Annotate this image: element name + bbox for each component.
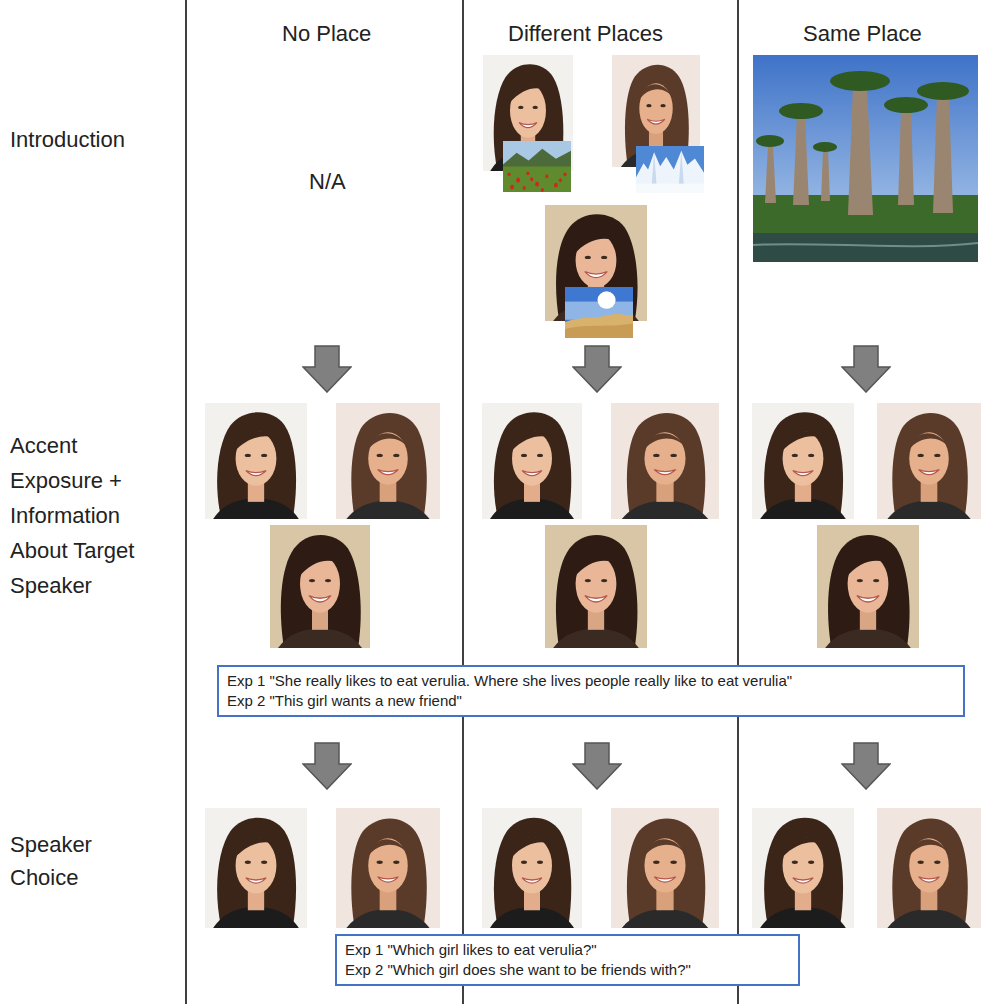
exposure-photos <box>205 403 981 648</box>
row-label: Speaker Choice <box>10 828 138 894</box>
not-applicable-label: N/A <box>309 168 346 197</box>
intro-photos <box>483 55 978 338</box>
choice-photos <box>205 808 981 928</box>
flow-arrow <box>303 346 890 789</box>
column-header: Different Places <box>508 20 663 49</box>
row-label: Introduction <box>10 126 170 155</box>
column-header: No Place <box>282 20 371 49</box>
box-text: Exp 1 "She really likes to eat verulia. … <box>227 671 955 691</box>
column-divider <box>186 0 738 1004</box>
row-label: Accent Exposure + Information About Targ… <box>10 428 148 603</box>
text-box: Exp 1 "Which girl likes to eat verulia?"… <box>335 934 800 986</box>
column-header: Same Place <box>803 20 922 49</box>
box-text: Exp 2 "Which girl does she want to be fr… <box>345 960 790 980</box>
box-text: Exp 2 "This girl wants a new friend" <box>227 691 955 711</box>
text-box: Exp 1 "She really likes to eat verulia. … <box>217 665 965 717</box>
box-text: Exp 1 "Which girl likes to eat verulia?" <box>345 940 790 960</box>
